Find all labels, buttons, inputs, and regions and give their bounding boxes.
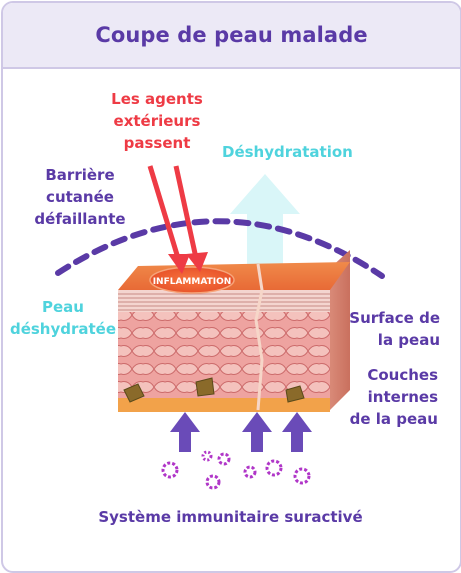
damaged-cells [123, 377, 305, 403]
external-agents-label: Les agents extérieurs passent [111, 90, 203, 152]
immune-system-label: Système immunitaire suractivé [98, 508, 363, 526]
external-agents-arrows [147, 165, 208, 274]
immune-cells [161, 450, 311, 490]
skin-striated-layer [118, 290, 330, 312]
barrier-dashed-arc [55, 218, 385, 279]
inner-layers-label: Couches internes de la peau [349, 366, 438, 428]
inflammation-area [149, 266, 235, 294]
skin-crack [254, 263, 264, 411]
immune-arrows [170, 412, 312, 452]
dehydration-arrow [230, 174, 300, 268]
barrier-label: Barrière cutanée défaillante [34, 166, 126, 228]
dehydrated-skin-label: Peau déshydratée [9, 298, 117, 338]
diagram-title: Coupe de peau malade [95, 23, 368, 47]
inflammation-label: INFLAMMATION [153, 277, 232, 287]
dehydration-label: Déshydratation [222, 143, 353, 161]
header-bar: Coupe de peau malade [3, 3, 460, 69]
skin-right-face [330, 250, 350, 410]
skin-surface-label: Surface de la peau [349, 309, 440, 349]
skin-bottom-layer [118, 398, 330, 412]
